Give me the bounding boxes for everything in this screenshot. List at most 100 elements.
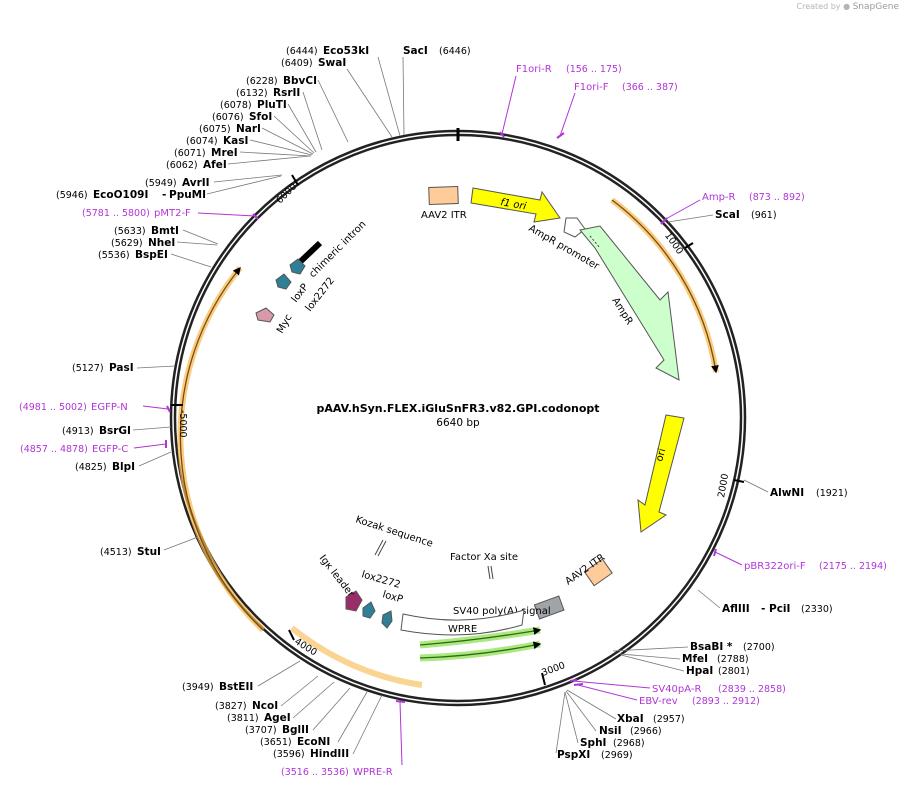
enzyme-pcii-dash: - (761, 603, 765, 615)
enzyme-pos-pluti: (6078) (220, 100, 252, 111)
loxp-bottom-label: loxP (381, 589, 404, 605)
enzyme-bglii[interactable]: BglII (282, 724, 309, 736)
primer-sv40pa-r[interactable]: SV40pA-R (652, 684, 701, 695)
ampr-promoter-divider (589, 235, 601, 249)
igk-leader-label: Igκ leader (317, 553, 357, 600)
enzyme-pos-mrei: (6071) (174, 148, 206, 159)
enzyme-nari[interactable]: NarI (236, 123, 261, 135)
primer-range-f1ori-f: (366 .. 387) (622, 82, 678, 93)
primer-f1ori-f[interactable]: F1ori-F (574, 82, 609, 93)
enzyme-eco0109i[interactable]: EcoO109I (93, 189, 148, 201)
enzyme-pasi[interactable]: PasI (109, 362, 134, 374)
enzyme-pos-hpai: (2801) (718, 666, 750, 677)
plasmid-length: 6640 bp (436, 417, 480, 429)
chimeric-intron-feature[interactable] (297, 240, 323, 265)
wpre-feature[interactable] (400, 609, 525, 636)
enzyme-kasi[interactable]: KasI (223, 135, 248, 147)
enzyme-alwni[interactable]: AlwNI (770, 487, 804, 499)
enzyme-pos-nhei: (5629) (111, 238, 143, 249)
enzyme-nhei[interactable]: NheI (148, 237, 175, 249)
enzyme-bspei[interactable]: BspEI (135, 249, 168, 261)
enzyme-agei[interactable]: AgeI (264, 712, 291, 724)
enzyme-rsrii[interactable]: RsrII (273, 87, 300, 99)
enzyme-pos-nsii: (2966) (630, 726, 662, 737)
enzyme-bsteii[interactable]: BstEII (219, 681, 253, 693)
aav2-itr-bottom-feature[interactable] (583, 558, 613, 587)
factor-xa-tick-2 (490, 565, 494, 580)
primer-mark-sv40pa-r (569, 679, 578, 682)
enzyme-bsabi[interactable]: BsaBI * (690, 641, 733, 653)
enzyme-scai[interactable]: ScaI (715, 209, 740, 221)
myc-feature[interactable] (255, 307, 275, 323)
enzyme-pos-stui: (4513) (100, 547, 132, 558)
primer-range-ebv-rev: (2893 .. 2912) (692, 696, 760, 707)
ori-feature[interactable] (637, 414, 685, 533)
primer-amp-r[interactable]: Amp-R (702, 192, 736, 203)
lox2272-top-label: lox2272 (304, 276, 337, 314)
enzyme-sfoi[interactable]: SfoI (249, 111, 272, 123)
enzyme-pos-nari: (6075) (199, 124, 231, 135)
primer-egfp-n[interactable]: EGFP-N (91, 402, 128, 413)
enzyme-bsrgi[interactable]: BsrGI (99, 425, 131, 437)
ampr-feature[interactable] (579, 225, 680, 381)
primer-range-pmt2-f: (5781 .. 5800) (82, 208, 150, 219)
enzyme-ncoi[interactable]: NcoI (252, 700, 278, 712)
tick-mark-4000 (288, 629, 295, 641)
sv40-polya-feature[interactable] (533, 595, 565, 620)
enzyme-pcii[interactable]: PciI (769, 603, 790, 615)
enzyme-mrei[interactable]: MreI (211, 147, 238, 159)
enzyme-stui[interactable]: StuI (137, 546, 161, 558)
enzyme-pos-bbvci: (6228) (246, 76, 278, 87)
f1-ori-label: f1 ori (499, 197, 527, 212)
kozak-tick-1 (374, 539, 384, 556)
loxp-top-feature[interactable] (289, 258, 306, 275)
enzyme-sphi[interactable]: SphI (580, 737, 606, 749)
lox2272-bottom-feature[interactable] (362, 601, 376, 619)
enzyme-pluti[interactable]: PluTI (257, 99, 287, 111)
lox2272-top-feature[interactable] (275, 273, 292, 290)
primer-range-amp-r: (873 .. 892) (749, 192, 805, 203)
enzyme-blpi[interactable]: BlpI (112, 461, 135, 473)
primer-mark-egfp-n (166, 405, 171, 413)
enzyme-nsii[interactable]: NsiI (599, 725, 622, 737)
enzyme-econi[interactable]: EcoNI (297, 736, 330, 748)
enzyme-avrii[interactable]: AvrII (182, 177, 210, 189)
enzyme-saci[interactable]: SacI (403, 45, 428, 57)
primer-range-sv40pa-r: (2839 .. 2858) (718, 684, 786, 695)
aav2-itr-top-feature[interactable] (428, 185, 459, 206)
enzyme-eco53ki[interactable]: Eco53kI (323, 45, 369, 57)
enzyme-bbvci[interactable]: BbvCI (283, 75, 317, 87)
enzyme-pos-kasi: (6074) (186, 136, 218, 147)
primer-wpre-r[interactable]: WPRE-R (353, 767, 393, 778)
primer-pbr322ori-f[interactable]: pBR322ori-F (744, 561, 806, 572)
primer-egfp-c[interactable]: EGFP-C (92, 444, 128, 455)
primer-ebv-rev[interactable]: EBV-rev (639, 696, 678, 707)
igk-leader-feature[interactable] (345, 590, 363, 612)
enzyme-hindiii[interactable]: HindIII (310, 748, 349, 760)
primer-f1ori-r[interactable]: F1ori-R (516, 64, 552, 75)
enzyme-pos-avrii: (5949) (145, 178, 177, 189)
enzyme-hpai[interactable]: HpaI (686, 665, 713, 677)
enzyme-pos-saci: (6446) (439, 46, 471, 57)
tick-mark-2000 (733, 479, 745, 483)
ampr-promoter-feature[interactable] (563, 217, 586, 238)
primer-range-egfp-c: (4857 .. 4878) (20, 444, 88, 455)
enzyme-xbai[interactable]: XbaI (617, 713, 644, 725)
enzyme-afliii[interactable]: AflIII (722, 603, 750, 615)
plasmid-name: pAAV.hSyn.FLEX.iGluSnFR3.v82.GPI.codonop… (316, 402, 599, 415)
enzyme-swai[interactable]: SwaI (318, 57, 346, 69)
enzyme-pos-eco0109i: (5946) (56, 190, 88, 201)
enzyme-pos-xbai: (2957) (653, 714, 685, 725)
lox2272-bottom-label: lox2272 (360, 569, 401, 591)
enzyme-bmti[interactable]: BmtI (151, 225, 179, 237)
enzyme-mfei[interactable]: MfeI (682, 653, 708, 665)
enzyme-pos-bspei: (5536) (98, 250, 130, 261)
enzyme-pspxi[interactable]: PspXI (557, 749, 590, 761)
enzyme-ppumi[interactable]: PpuMI (169, 189, 206, 201)
f1-ori-feature[interactable] (470, 187, 561, 223)
primer-pmt2-f[interactable]: pMT2-F (154, 208, 191, 219)
enzyme-afei[interactable]: AfeI (203, 159, 227, 171)
tick-mark-1000 (684, 242, 694, 249)
loxp-bottom-feature[interactable] (381, 610, 393, 629)
